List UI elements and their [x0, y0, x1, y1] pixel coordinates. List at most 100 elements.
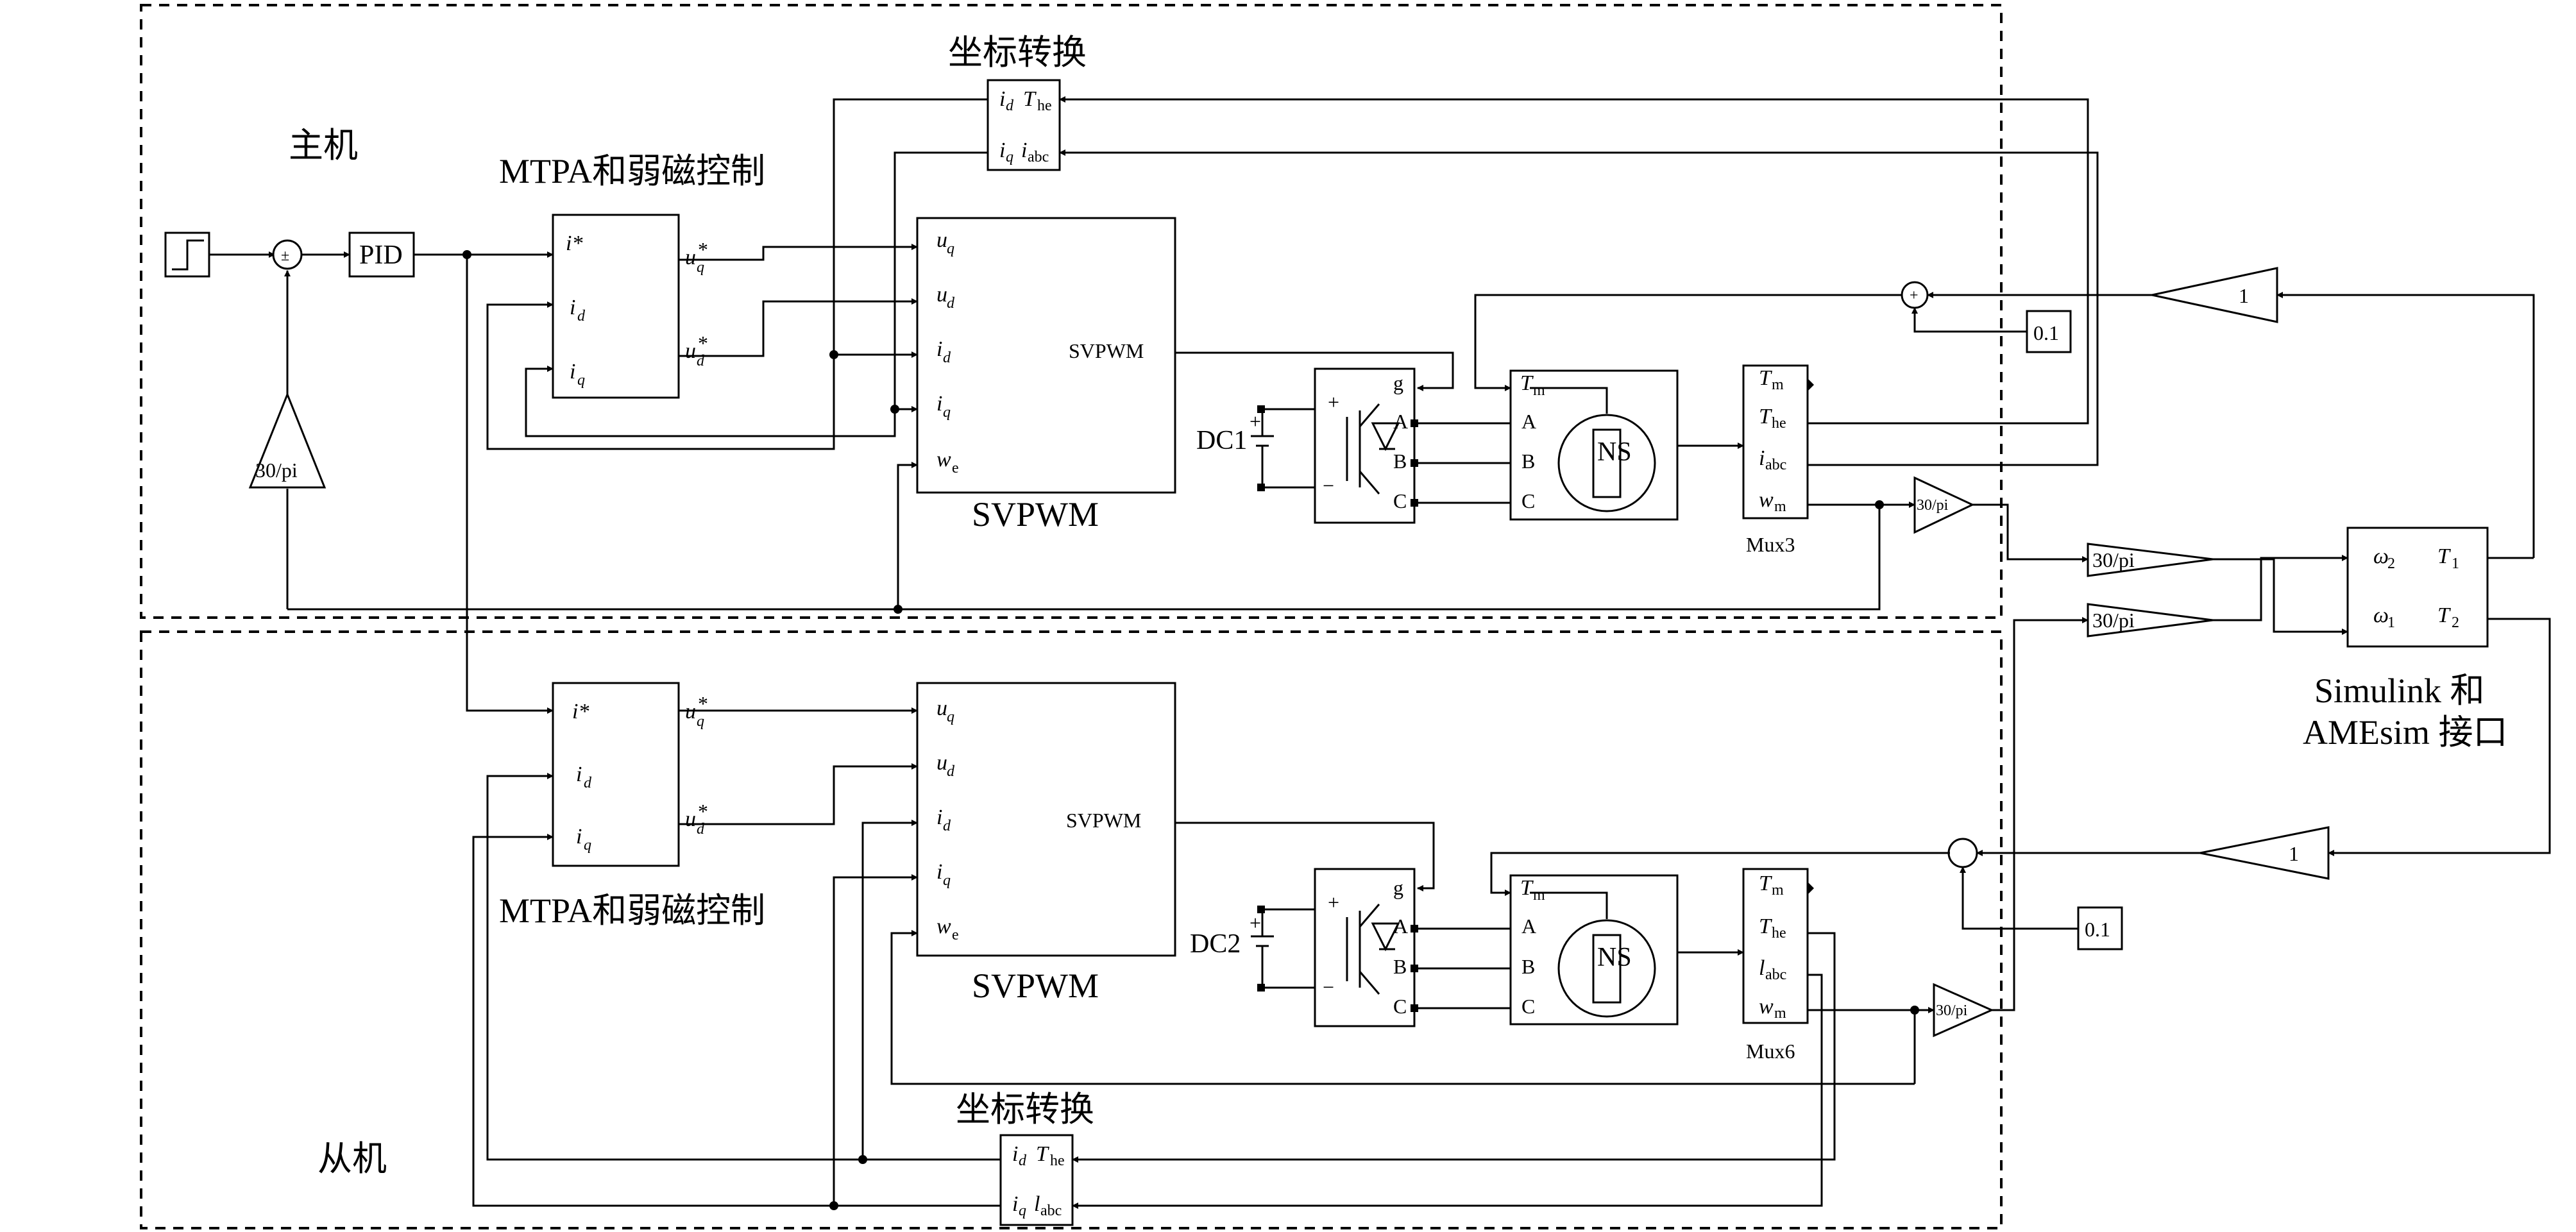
- simulink-amesim-interface[interactable]: [2346, 527, 2489, 648]
- svg-text:30/pi: 30/pi: [2092, 548, 2135, 571]
- svg-text:B: B: [1521, 955, 1535, 978]
- svg-text:30/pi: 30/pi: [1917, 497, 1949, 514]
- svg-text:*: *: [698, 800, 708, 823]
- step-source[interactable]: [164, 232, 210, 278]
- svg-text:he: he: [1772, 925, 1786, 941]
- svg-text:u: u: [685, 339, 696, 363]
- gain-one-slave[interactable]: 1: [2199, 826, 2330, 880]
- svg-text:A: A: [1521, 915, 1536, 938]
- svg-text:l: l: [1759, 956, 1765, 980]
- svg-text:T: T: [1759, 405, 1772, 428]
- svg-text:d: d: [577, 308, 586, 325]
- svg-text:+: +: [1910, 287, 1919, 304]
- svg-text:±: ±: [281, 248, 289, 264]
- svg-text:B: B: [1521, 450, 1535, 473]
- svg-text:w: w: [936, 448, 951, 471]
- mux-block-3[interactable]: [1742, 364, 1814, 519]
- const-master[interactable]: 0.1: [2026, 310, 2072, 353]
- svg-text:g: g: [1393, 876, 1403, 899]
- interface-gain-1[interactable]: 30/pi: [2087, 543, 2214, 577]
- mux-label-6: Mux6: [1746, 1040, 1795, 1063]
- svg-text:C: C: [1521, 995, 1535, 1018]
- svg-text:q: q: [1006, 149, 1013, 165]
- svg-text:*: *: [698, 692, 708, 715]
- mtpa-block-slave[interactable]: [552, 682, 680, 867]
- coord-transform-master[interactable]: [987, 79, 1061, 171]
- svg-text:SVPWM: SVPWM: [1066, 809, 1141, 832]
- coord-title-master: 坐标转换: [948, 33, 1087, 72]
- gain-one-master[interactable]: 1: [2151, 267, 2278, 323]
- dc-source-2[interactable]: [1251, 906, 1315, 992]
- svg-text:1: 1: [2289, 842, 2299, 865]
- svg-text:w: w: [1759, 995, 1774, 1018]
- svg-text:d: d: [947, 763, 955, 780]
- svg-text:q: q: [697, 713, 704, 730]
- svg-text:C: C: [1393, 995, 1407, 1018]
- torque-sum-slave[interactable]: [1947, 838, 1978, 868]
- svg-text:d: d: [947, 295, 955, 312]
- svpwm-block-master[interactable]: [916, 217, 1176, 494]
- svg-text:m: m: [1774, 498, 1786, 515]
- svg-text:m: m: [1772, 376, 1784, 393]
- svg-text:q: q: [943, 872, 951, 889]
- svg-text:u: u: [936, 283, 947, 307]
- svg-text:*: *: [698, 332, 708, 355]
- coord-transform-slave[interactable]: [999, 1134, 1074, 1226]
- pid-block[interactable]: PID: [348, 232, 415, 278]
- coord-title-slave: 坐标转换: [956, 1090, 1094, 1129]
- const-slave[interactable]: 0.1: [2077, 906, 2123, 950]
- svg-text:A: A: [1393, 410, 1408, 433]
- mtpa-title-slave: MTPA和弱磁控制: [499, 891, 765, 930]
- svg-text:DC1: DC1: [1196, 426, 1247, 455]
- mux-block-6[interactable]: [1742, 868, 1814, 1024]
- svg-text:q: q: [584, 837, 591, 854]
- slave-region-border: [140, 630, 2003, 1229]
- svg-text:T: T: [2437, 544, 2451, 568]
- mtpa-block-master[interactable]: [552, 214, 680, 399]
- svg-text:m: m: [1533, 887, 1545, 904]
- speed-sum-block[interactable]: ±: [272, 239, 303, 270]
- svg-text:ω: ω: [2373, 603, 2389, 627]
- svg-text:w: w: [936, 915, 951, 938]
- svg-text:30/pi: 30/pi: [255, 459, 298, 482]
- feedback-gain-block[interactable]: 30/pi: [248, 391, 326, 489]
- svpwm-title-master: SVPWM: [972, 495, 1099, 534]
- svg-text:0.1: 0.1: [2033, 321, 2059, 344]
- svg-text:i: i: [570, 296, 575, 319]
- svg-text:i: i: [576, 763, 582, 786]
- motor-master[interactable]: [1509, 369, 1679, 521]
- torque-sum-master[interactable]: +: [1901, 281, 1929, 309]
- svg-text:q: q: [577, 372, 585, 389]
- speed-gain-master[interactable]: 30/pi: [1913, 476, 1975, 534]
- svg-text:l: l: [1034, 1192, 1040, 1216]
- svg-text:T: T: [1036, 1142, 1049, 1166]
- svg-text:i*: i*: [566, 232, 582, 255]
- master-region-label: 主机: [289, 126, 358, 165]
- svg-text:abc: abc: [1765, 457, 1786, 473]
- speed-gain-slave[interactable]: 30/pi: [1933, 983, 1994, 1038]
- svpwm-block-slave[interactable]: [916, 682, 1176, 957]
- svg-text:m: m: [1774, 1005, 1786, 1022]
- dc-source-1[interactable]: [1251, 405, 1315, 491]
- svg-text:d: d: [584, 775, 592, 791]
- inverter-slave[interactable]: [1314, 868, 1416, 1027]
- svg-text:i: i: [936, 337, 942, 361]
- svg-text:T: T: [1759, 915, 1772, 938]
- svg-text:B: B: [1393, 955, 1407, 978]
- svg-text:u: u: [936, 751, 947, 775]
- motor-slave[interactable]: [1509, 874, 1679, 1025]
- slave-region-label: 从机: [318, 1140, 387, 1178]
- interface-gain-2[interactable]: 30/pi: [2087, 603, 2214, 637]
- svg-text:u: u: [936, 228, 947, 252]
- svg-text:SVPWM: SVPWM: [1069, 339, 1144, 362]
- svg-text:he: he: [1037, 97, 1052, 114]
- svg-text:0.1: 0.1: [2085, 918, 2110, 941]
- svg-text:2: 2: [2452, 614, 2459, 631]
- svg-text:1: 1: [2452, 555, 2459, 572]
- svg-text:30/pi: 30/pi: [1936, 1002, 1968, 1019]
- inverter-master[interactable]: [1314, 367, 1416, 524]
- svg-text:i: i: [936, 860, 942, 884]
- svg-text:e: e: [952, 927, 959, 943]
- svg-text:i: i: [1021, 139, 1027, 162]
